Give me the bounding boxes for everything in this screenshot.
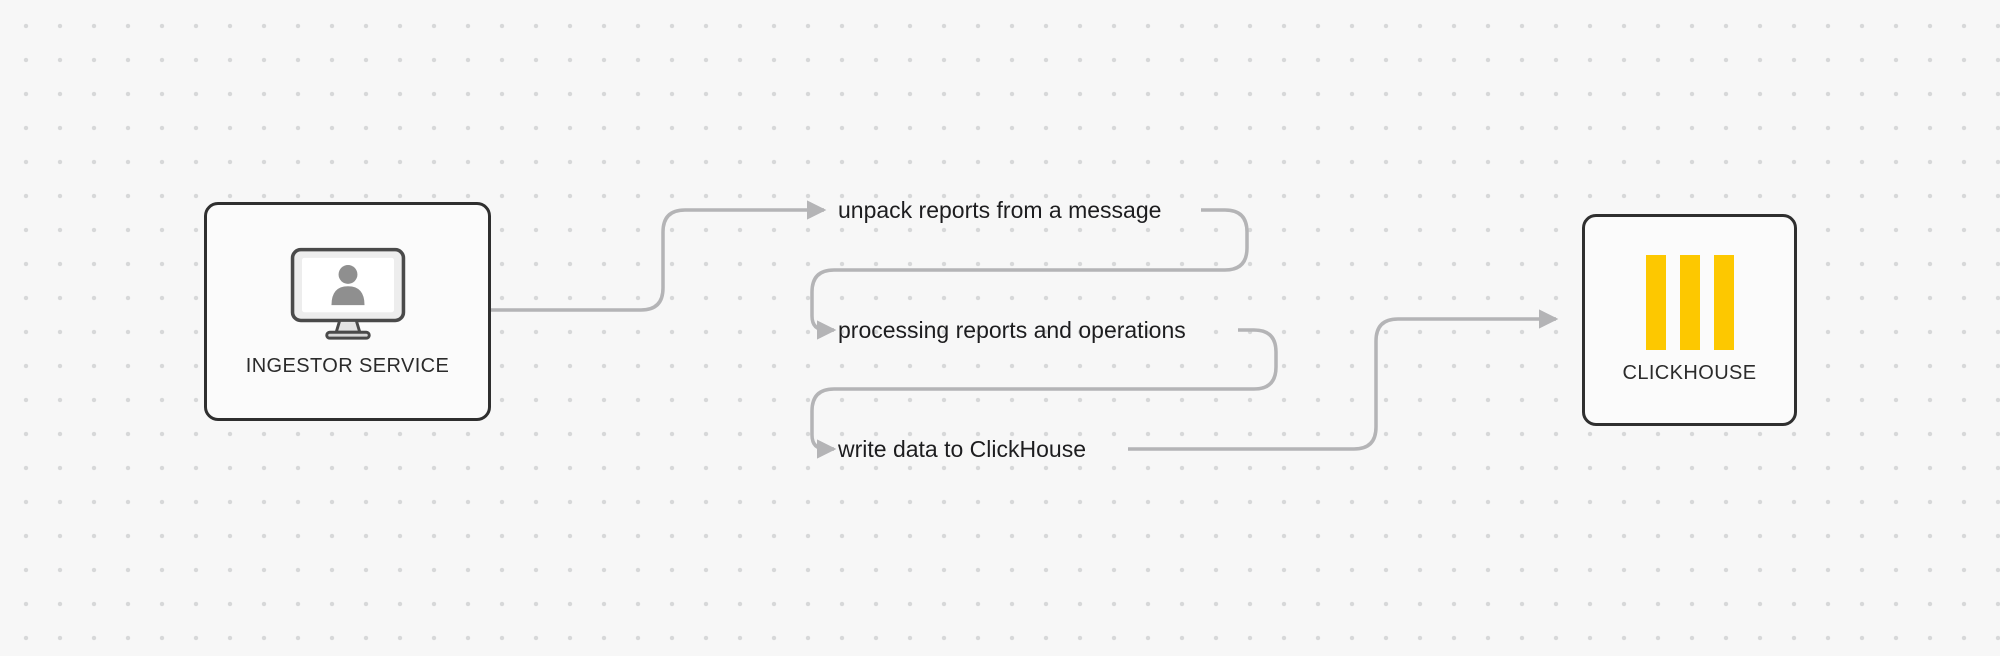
arrow-ingestor-to-step-1 [491, 200, 827, 312]
clickhouse-logo-icon [1645, 255, 1734, 350]
clickhouse-label: CLICKHOUSE [1622, 362, 1757, 384]
monitor-with-user-icon [290, 247, 405, 340]
step-processing-reports: processing reports and operations [838, 317, 1186, 343]
arrow-step-3-to-clickhouse [1128, 309, 1559, 451]
step-unpack-reports: unpack reports from a message [838, 197, 1162, 223]
clickhouse-logo-bar [1645, 255, 1666, 350]
ingestor-service-node: INGESTOR SERVICE [204, 202, 491, 421]
arrow-step-2-to-step-3 [810, 328, 1278, 459]
clickhouse-node: CLICKHOUSE [1582, 214, 1797, 426]
clickhouse-logo-bar [1713, 255, 1734, 350]
clickhouse-logo-bar [1679, 255, 1700, 350]
step-write-data-to-clickhouse: write data to ClickHouse [838, 436, 1086, 462]
arrow-step-1-to-step-2 [810, 208, 1249, 340]
ingestor-service-label: INGESTOR SERVICE [245, 354, 450, 377]
